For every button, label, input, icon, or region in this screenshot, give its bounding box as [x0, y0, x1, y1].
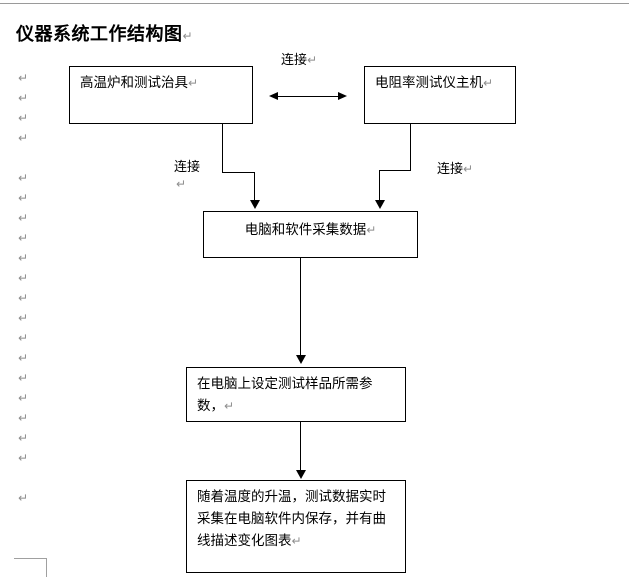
node-pc-label: 电脑和软件采集数据↵	[244, 222, 377, 237]
margin-pilcrow-icon: ↵	[18, 491, 29, 505]
connector-furnace-pc-segment-v2	[254, 172, 255, 203]
pilcrow-icon: ↵	[188, 76, 199, 90]
pilcrow-icon: ↵	[483, 76, 494, 90]
pilcrow-icon: ↵	[224, 399, 235, 413]
pilcrow-icon: ↵	[291, 534, 302, 548]
connector-furnace-host-arrowhead-right	[338, 92, 347, 100]
node-host[interactable]: 电阻率测试仪主机↵	[364, 66, 516, 124]
margin-pilcrow-icon: ↵	[18, 131, 29, 145]
margin-pilcrow-icon: ↵	[18, 311, 29, 325]
connector-pc-setparams-line	[300, 258, 301, 357]
connector-setparams-record-arrowhead	[296, 470, 306, 479]
pilcrow-icon: ↵	[182, 29, 194, 43]
margin-pilcrow-icon: ↵	[18, 171, 29, 185]
node-record[interactable]: 随着温度的升温，测试数据实时采集在电脑软件内保存，并有曲线描述变化图表↵	[186, 480, 406, 573]
node-furnace-label: 高温炉和测试治具↵	[80, 75, 199, 90]
node-furnace[interactable]: 高温炉和测试治具↵	[69, 66, 253, 124]
edge-label-link-right: 连接↵	[437, 161, 474, 176]
inline-pilcrow-left: ↵	[176, 177, 187, 191]
page-title: 仪器系统工作结构图↵	[16, 20, 193, 46]
connector-furnace-host-arrowhead-left	[269, 92, 278, 100]
margin-pilcrow-icon: ↵	[18, 351, 29, 365]
margin-pilcrow-icon: ↵	[18, 391, 29, 405]
connector-furnace-pc-arrowhead	[250, 200, 260, 209]
connector-host-pc-arrowhead	[375, 200, 385, 209]
page-top-rule	[0, 3, 629, 4]
margin-pilcrow-icon: ↵	[18, 231, 29, 245]
margin-pilcrow-icon: ↵	[18, 191, 29, 205]
page-corner-mark	[14, 558, 47, 577]
node-setparams-label: 在电脑上设定测试样品所需参数，↵	[197, 376, 373, 413]
connector-setparams-record-line	[300, 422, 301, 472]
connector-host-pc-segment-v1	[410, 124, 411, 171]
node-pc[interactable]: 电脑和软件采集数据↵	[203, 211, 418, 258]
edge-label-link-top: 连接↵	[281, 52, 318, 67]
page-title-text: 仪器系统工作结构图	[16, 24, 183, 44]
margin-pilcrow-icon: ↵	[18, 111, 29, 125]
margin-pilcrow-icon: ↵	[18, 451, 29, 465]
margin-pilcrow-icon: ↵	[18, 411, 29, 425]
connector-furnace-pc-segment-h	[222, 172, 255, 173]
node-record-label: 随着温度的升温，测试数据实时采集在电脑软件内保存，并有曲线描述变化图表↵	[197, 489, 386, 548]
margin-pilcrow-icon: ↵	[18, 211, 29, 225]
margin-pilcrow-icon: ↵	[18, 371, 29, 385]
edge-label-link-left: 连接	[174, 159, 201, 174]
connector-host-pc-segment-h	[379, 170, 411, 171]
margin-pilcrow-icon: ↵	[18, 71, 29, 85]
pilcrow-icon: ↵	[463, 162, 474, 176]
connector-furnace-pc-segment-v1	[222, 124, 223, 173]
connector-pc-setparams-arrowhead	[296, 355, 306, 364]
margin-pilcrow-icon: ↵	[18, 291, 29, 305]
node-host-label: 电阻率测试仪主机↵	[375, 75, 494, 90]
margin-pilcrow-icon: ↵	[18, 271, 29, 285]
connector-furnace-host-line	[277, 96, 339, 97]
margin-pilcrow-icon: ↵	[18, 91, 29, 105]
connector-host-pc-segment-v2	[379, 170, 380, 203]
pilcrow-icon: ↵	[366, 223, 377, 237]
margin-pilcrow-icon: ↵	[18, 431, 29, 445]
margin-pilcrow-icon: ↵	[18, 331, 29, 345]
pilcrow-icon: ↵	[307, 53, 318, 67]
node-setparams[interactable]: 在电脑上设定测试样品所需参数，↵	[186, 367, 406, 422]
margin-pilcrow-icon: ↵	[18, 251, 29, 265]
